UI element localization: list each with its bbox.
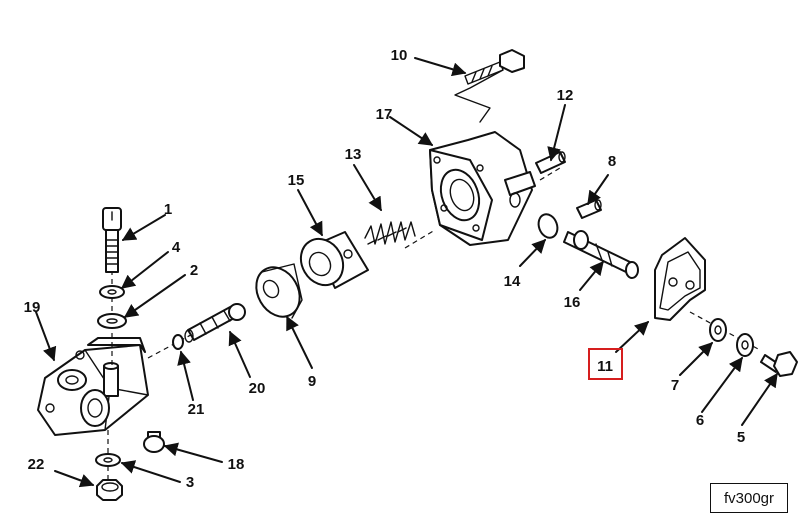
part-6-lockwasher [736,333,754,357]
part-4-washer [99,285,125,299]
part-20-valve-stem [184,303,246,343]
part-16-valve-rod [563,230,639,279]
callout-3: 3 [186,474,194,491]
callout-11-highlight-box [588,348,623,380]
part-1-capscrew [102,207,122,273]
callout-10: 10 [391,47,408,64]
part-14-disc [537,213,559,239]
callout-13: 13 [345,146,362,163]
callout-7: 7 [671,377,679,394]
callout-labels: 1 2 3 4 5 6 7 8 9 10 11 12 13 14 15 16 1… [24,47,746,491]
callout-5: 5 [737,429,745,446]
part-17-housing [429,131,536,246]
callout-arrows [35,57,778,488]
callout-16: 16 [564,294,581,311]
part-10-bolt [454,49,525,123]
part-11-bracket [654,237,706,321]
part-18-plug [143,431,165,453]
part-2-washer [97,313,127,329]
callout-17: 17 [376,106,393,123]
callout-20: 20 [249,380,266,397]
callout-21: 21 [188,401,205,418]
callout-1: 1 [164,201,172,218]
part-13-spring [364,221,416,245]
callout-22: 22 [28,456,45,473]
part-21-o-ring [172,334,184,350]
part-19-valve-body [37,337,149,436]
callout-11-highlighted: 11 [597,358,613,375]
callout-15: 15 [288,172,305,189]
callout-18: 18 [228,456,245,473]
part-12-pin [535,151,566,174]
part-15-piston [299,231,369,289]
part-22-nut [96,479,123,501]
callout-4: 4 [172,239,181,256]
callout-6: 6 [696,412,704,429]
callout-9: 9 [308,373,316,390]
part-5-capscrew [760,351,798,377]
part-7-washer [709,318,727,342]
figure-code-label: fv300gr [710,483,788,513]
callout-14: 14 [504,273,521,290]
callout-2: 2 [190,262,198,279]
part-3-washer [95,453,121,467]
callout-12: 12 [557,87,574,104]
callout-8: 8 [608,153,616,170]
part-9-diaphragm [255,263,303,319]
callout-19: 19 [24,299,41,316]
